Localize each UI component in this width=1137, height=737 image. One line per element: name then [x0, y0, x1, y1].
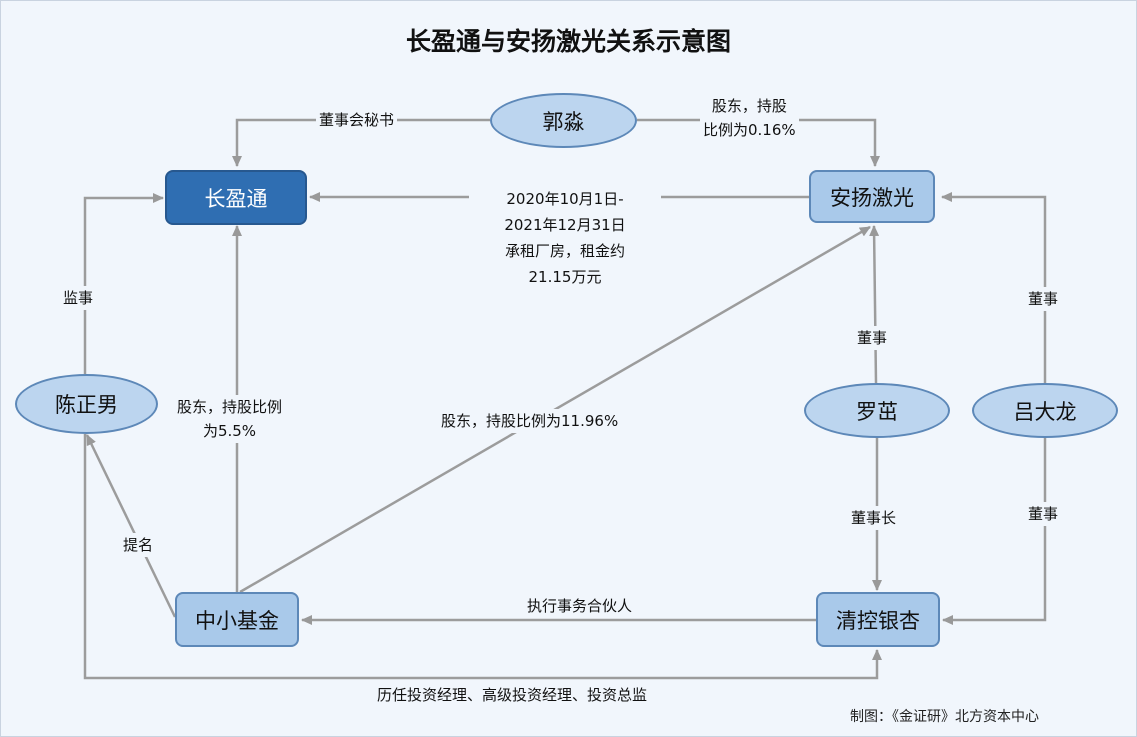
node-guomiao: 郭淼 [490, 93, 637, 148]
node-zhongxiao: 中小基金 [175, 592, 299, 647]
label-nominate: 提名 [120, 533, 157, 557]
node-luomiao: 罗茁 [804, 383, 950, 438]
credit: 制图：《金证研》北方资本中心 [850, 709, 1039, 725]
label-shareholder-016: 股东，持股 比例为0.16% [700, 94, 799, 142]
label-director-luo: 董事 [854, 326, 891, 350]
label-shareholder-55: 股东，持股比例 为5.5% [174, 395, 286, 443]
node-lvdalong: 吕大龙 [972, 383, 1118, 438]
label-shareholder-016-line1: 股东，持股 [711, 97, 787, 115]
label-shareholder-016-line2: 比例为0.16% [703, 121, 796, 139]
label-lease-line1: 2020年10月1日- [506, 190, 624, 208]
node-anyang: 安扬激光 [809, 170, 935, 223]
label-lease: 2020年10月1日- 2021年12月31日 承租厂房，租金约 21.15万元 [469, 186, 661, 290]
label-shareholder-1196: 股东，持股比例为11.96% [438, 409, 622, 433]
label-shareholder-55-line2: 为5.5% [202, 422, 257, 440]
label-secretary: 董事会秘书 [316, 108, 398, 132]
label-director-lv-top: 董事 [1025, 287, 1062, 311]
edge-chen-qingkong [83, 434, 882, 680]
node-changyingtong: 长盈通 [165, 170, 307, 225]
edge-luomiao-anyang [869, 225, 880, 384]
label-lease-line4: 21.15万元 [528, 268, 602, 286]
edge-chen-changyingtong [83, 193, 164, 374]
node-qingkong: 清控银杏 [816, 592, 940, 647]
edge-lvdalong-anyang [941, 192, 1047, 383]
label-shareholder-55-line1: 股东，持股比例 [177, 398, 283, 416]
edge-guomiao-changyingtong [232, 118, 490, 167]
label-director-lv-bottom: 董事 [1025, 502, 1062, 526]
label-lease-line2: 2021年12月31日 [504, 216, 626, 234]
edge-lvdalong-qingkong [942, 436, 1047, 625]
label-lease-line3: 承租厂房，租金约 [504, 242, 625, 260]
edge-zhongxiao-chen [85, 434, 177, 618]
label-chairman: 董事长 [848, 506, 900, 530]
label-supervisor: 监事 [60, 286, 97, 310]
node-chenzhengnan: 陈正男 [15, 374, 158, 434]
label-career: 历任投资经理、高级投资经理、投资总监 [374, 683, 651, 707]
diagram-title: 长盈通与安扬激光关系示意图 [405, 27, 731, 56]
label-gp: 执行事务合伙人 [524, 594, 636, 618]
